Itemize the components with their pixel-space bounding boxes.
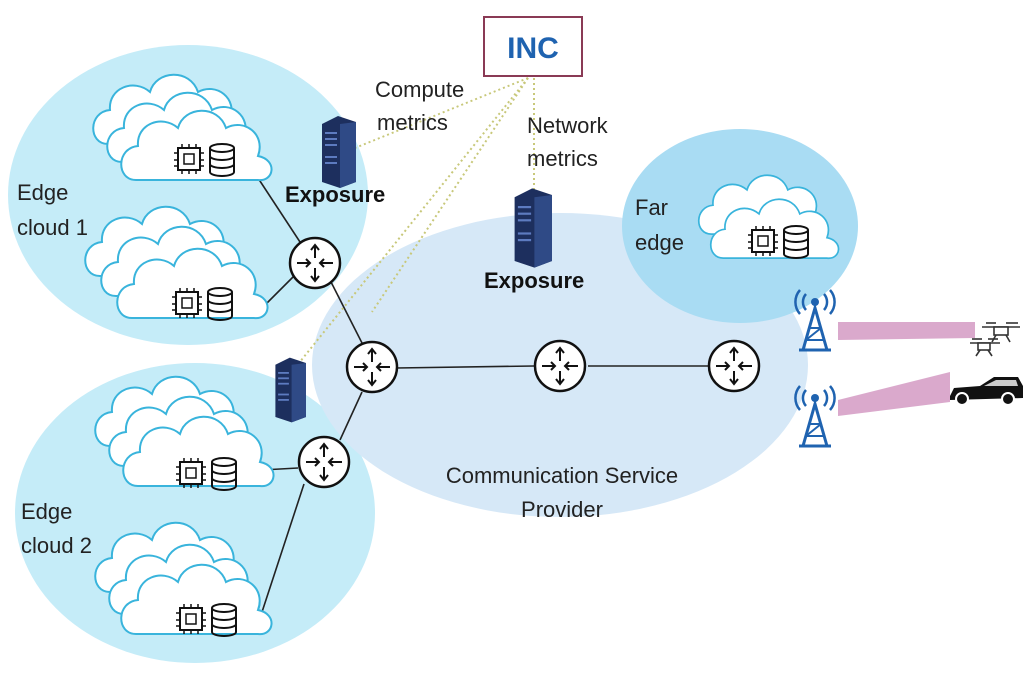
- edge-cloud-2-label-line1: Edge: [21, 499, 72, 524]
- metric-lines: [294, 77, 535, 369]
- edge-cloud-1-label-line1: Edge: [17, 180, 68, 205]
- dotted-inc-csp: [371, 77, 529, 313]
- car-beam: [838, 372, 950, 416]
- link-router1-router3: [329, 279, 363, 344]
- inc-label: INC: [507, 32, 559, 65]
- csp-label-line1: Communication Service: [446, 463, 678, 488]
- drone-icon: [982, 322, 1020, 343]
- router-icon: [297, 435, 351, 489]
- router-icon: [345, 340, 399, 394]
- drone-icon: [970, 338, 1000, 357]
- server-icon: [275, 357, 306, 423]
- drone-beam: [838, 322, 975, 340]
- server-icon: [322, 116, 356, 188]
- car-icon: [950, 377, 1023, 406]
- link-ec1-top-router1: [257, 177, 301, 243]
- edge-cloud-2-label-line2: cloud 2: [21, 533, 92, 558]
- compute-metrics-line1: Compute: [375, 77, 464, 102]
- dotted-inc-lower-exposure: [294, 77, 529, 369]
- exposure-label-left: Exposure: [285, 182, 385, 207]
- link-router3-router2: [339, 391, 363, 441]
- server-icon: [514, 188, 552, 268]
- router-icon: [533, 339, 587, 393]
- link-router2-ec2-bottom: [261, 483, 305, 613]
- inc-box: [483, 16, 583, 77]
- edge-cloud-1-label-line2: cloud 1: [17, 215, 88, 240]
- exposure-label-center: Exposure: [484, 268, 584, 293]
- link-router3-router4: [395, 365, 535, 369]
- router-icon: [707, 339, 761, 393]
- compute-metrics-line2: metrics: [377, 110, 448, 135]
- network-metrics-line2: metrics: [527, 146, 598, 171]
- far-edge-label-line2: edge: [635, 230, 684, 255]
- router-icon: [288, 236, 342, 290]
- dotted-inc-left-exposure: [349, 77, 529, 151]
- csp-label-line2: Provider: [521, 497, 603, 522]
- network-metrics-line1: Network: [527, 113, 609, 138]
- far-edge-label-line1: Far: [635, 195, 668, 220]
